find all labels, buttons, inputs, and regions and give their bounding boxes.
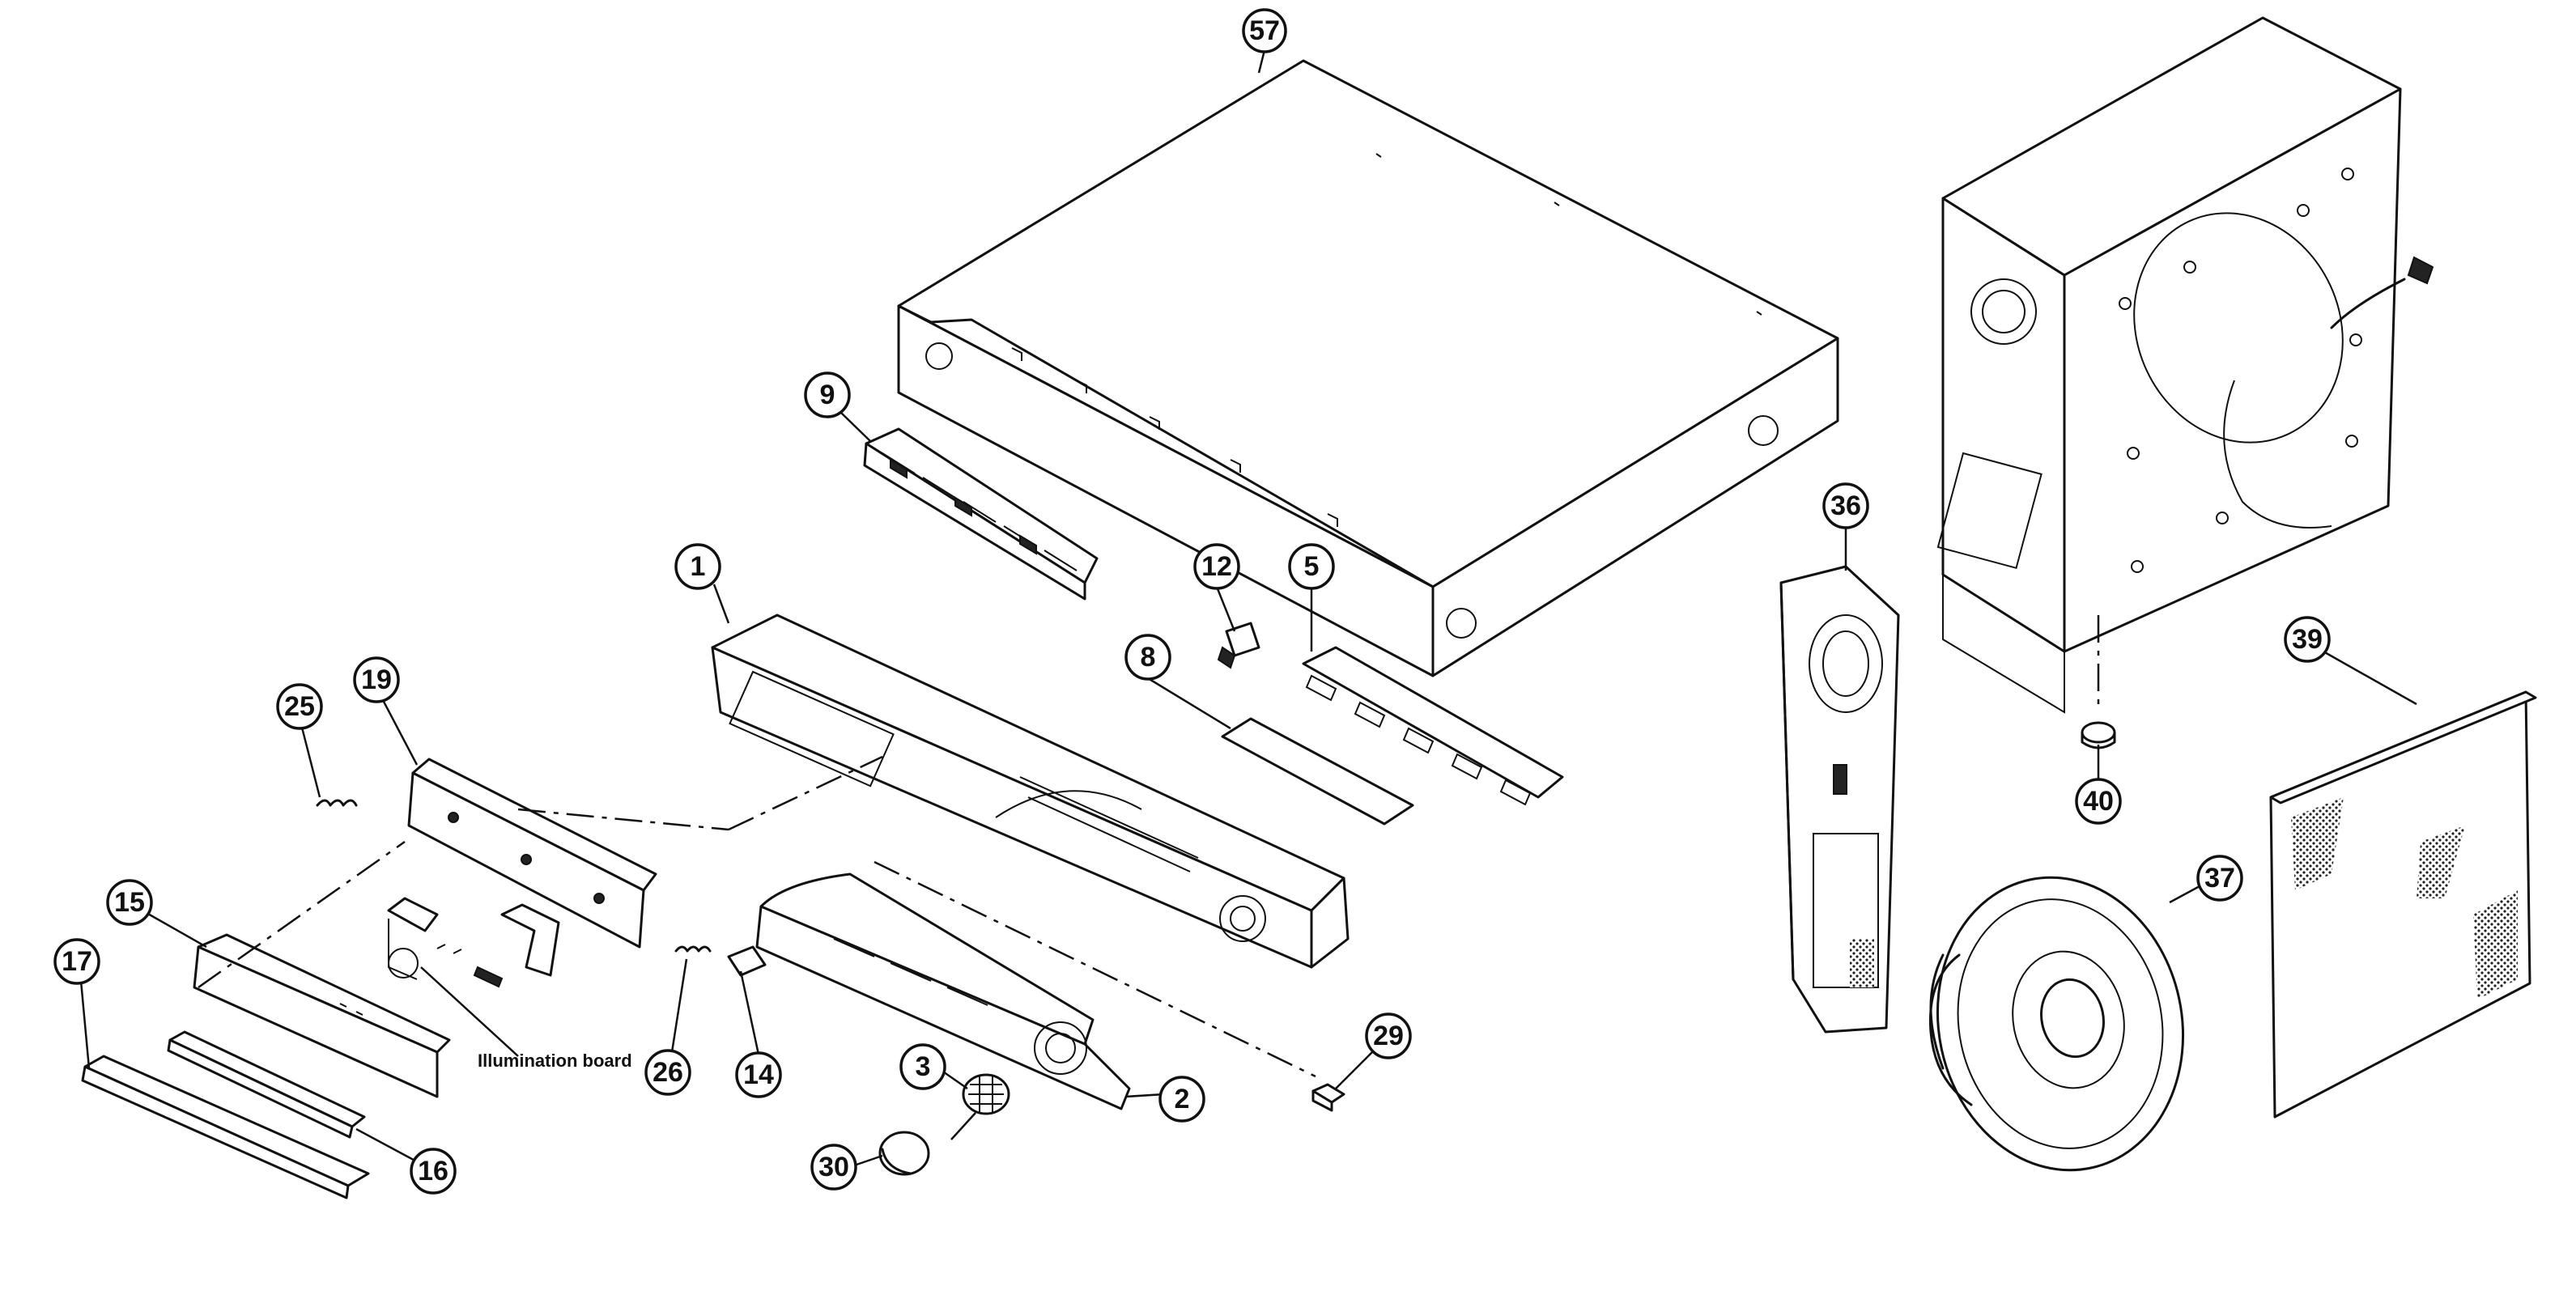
part-3-knob-ring [962, 1073, 1010, 1115]
part-12-connector [1217, 622, 1260, 669]
part-25-spring [316, 799, 358, 807]
callout-26: 26 [644, 1049, 691, 1096]
part-2-lower-panel [755, 872, 1131, 1110]
callout-57: 57 [1242, 8, 1287, 53]
callout-17: 17 [53, 938, 100, 985]
part-15-panel [193, 933, 451, 1098]
callout-39-label: 39 [2292, 624, 2323, 655]
subwoofer-cabinet-part [1936, 16, 2434, 714]
part-8-display-filter [1221, 717, 1414, 826]
callout-8: 8 [1124, 634, 1171, 681]
part-16-strip [167, 1030, 366, 1139]
callout-30-label: 30 [818, 1152, 849, 1182]
part-36-port-panel [1779, 565, 1900, 1034]
callout-5: 5 [1288, 543, 1335, 590]
callout-16: 16 [410, 1148, 457, 1195]
part-40-foot [2081, 721, 2116, 749]
part-5-button-board [1302, 646, 1564, 806]
callout-8-label: 8 [1141, 642, 1156, 673]
callout-2-label: 2 [1175, 1084, 1190, 1114]
callout-12: 12 [1193, 543, 1240, 590]
callout-15: 15 [106, 879, 153, 926]
part-37-woofer [1928, 876, 2185, 1172]
callout-1: 1 [674, 543, 721, 590]
callout-5-label: 5 [1304, 551, 1320, 582]
part-39-grille [2269, 690, 2537, 1119]
callout-37: 37 [2196, 855, 2243, 902]
callout-25-label: 25 [284, 691, 315, 722]
callout-30: 30 [810, 1144, 857, 1191]
top-cover-part [897, 59, 1839, 677]
callout-3: 3 [899, 1043, 946, 1090]
callout-14-label: 14 [743, 1059, 774, 1090]
illumination-board-part [387, 897, 560, 988]
leader-lines [79, 49, 2417, 1167]
part-26-spring [674, 945, 712, 953]
illumination-board-label: Illumination board [478, 1051, 632, 1071]
callout-17-label: 17 [62, 946, 92, 977]
callout-37-label: 37 [2204, 863, 2235, 894]
part-19-pcb [407, 758, 657, 949]
callout-40: 40 [2075, 778, 2122, 825]
callout-2: 2 [1158, 1076, 1205, 1123]
part-14-button [727, 945, 767, 977]
callout-39: 39 [2284, 616, 2331, 663]
callout-29: 29 [1365, 1012, 1412, 1059]
callout-19: 19 [353, 656, 400, 703]
assembly-lines [198, 615, 2100, 1078]
callout-26-label: 26 [653, 1057, 683, 1088]
callout-15-label: 15 [114, 887, 145, 918]
callout-40-label: 40 [2083, 786, 2114, 817]
part-9-board [863, 427, 1099, 601]
callout-9: 9 [804, 371, 851, 418]
callout-25: 25 [276, 683, 323, 730]
callout-14: 14 [735, 1051, 782, 1098]
part-30-knob-cap [878, 1131, 930, 1176]
callout-16-label: 16 [418, 1156, 448, 1187]
front-panel-frame-part [711, 613, 1350, 969]
callout-9-label: 9 [820, 380, 835, 410]
callout-36-label: 36 [1830, 490, 1861, 521]
part-29-foot [1311, 1083, 1345, 1112]
callout-12-label: 12 [1201, 551, 1232, 582]
callout-1-label: 1 [691, 551, 706, 582]
callout-3-label: 3 [916, 1051, 931, 1082]
part-17-strip [81, 1055, 370, 1199]
callout-36: 36 [1822, 482, 1869, 529]
callout-57-label: 57 [1249, 15, 1280, 46]
callout-19-label: 19 [361, 664, 392, 695]
callout-29-label: 29 [1373, 1021, 1404, 1051]
